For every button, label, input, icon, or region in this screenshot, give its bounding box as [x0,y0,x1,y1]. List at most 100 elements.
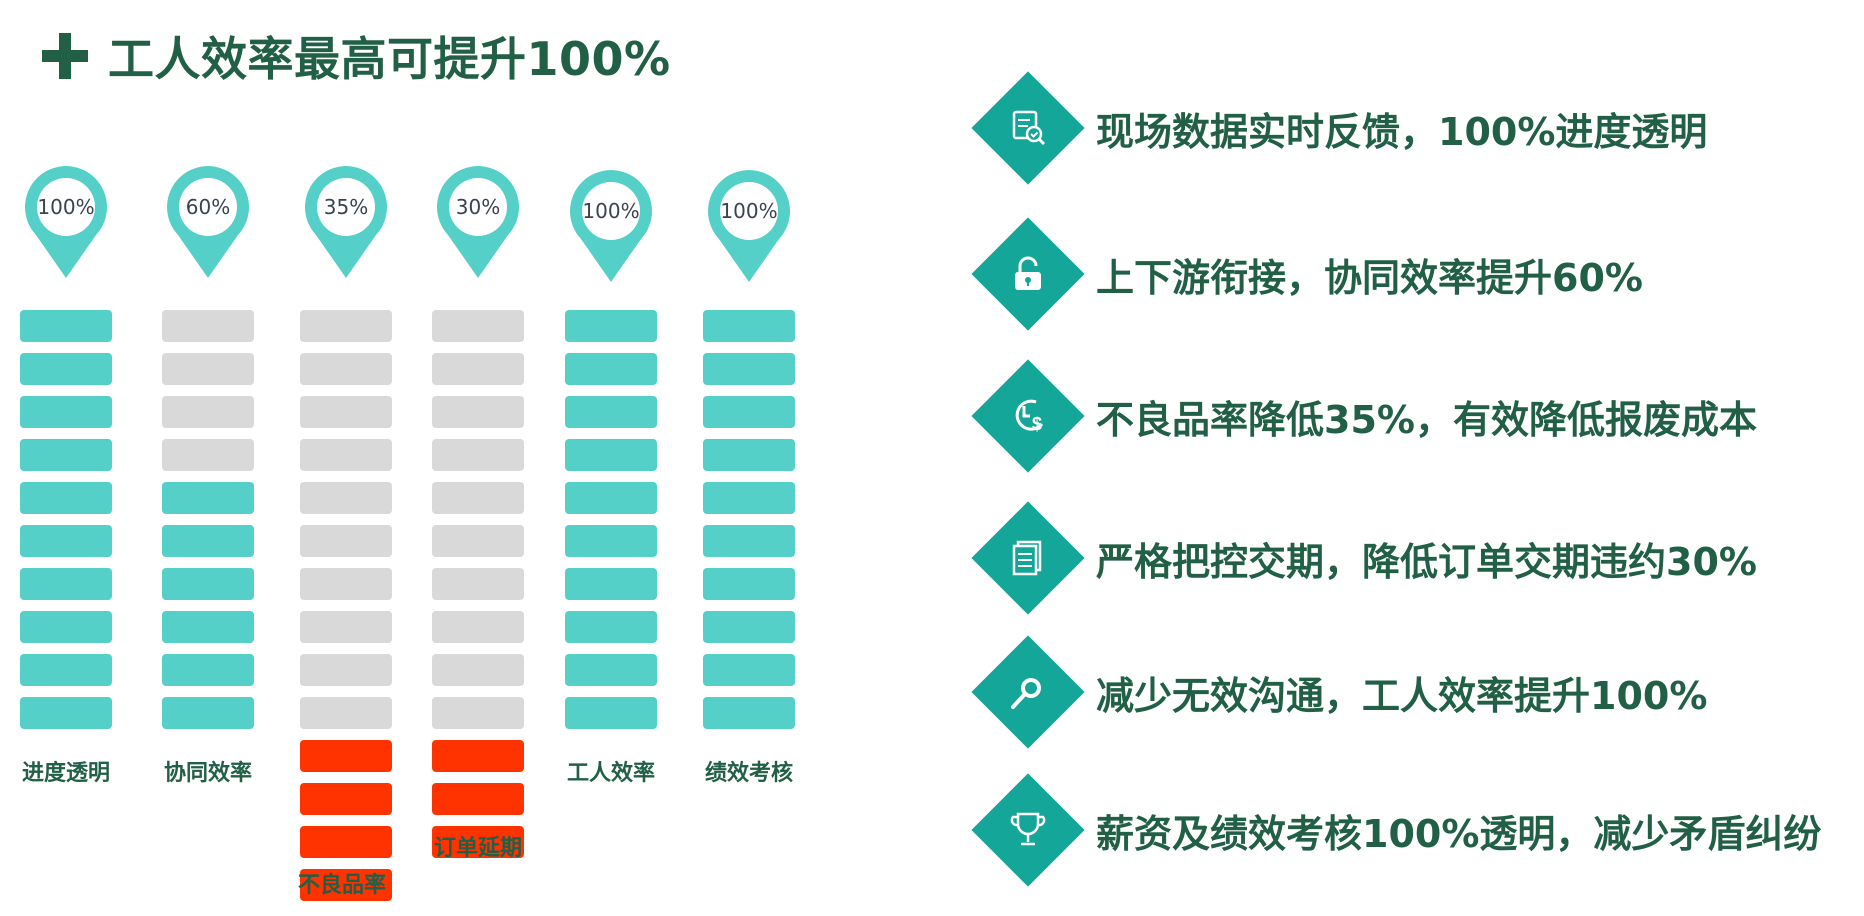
value-pin-hole [179,178,237,236]
bar-segment [565,439,657,471]
bar-segment [162,439,254,471]
feature-text: 不良品率降低35%，有效降低报废成本 [1096,397,1757,442]
magnifier-icon [1011,678,1041,709]
bar-segment [432,310,524,342]
progress-chart: 100%进度透明60%协同效率35%不良品率30%订单延期100%工人效率100… [20,166,795,901]
bar-segment [703,568,795,600]
category-label: 协同效率 [164,760,252,786]
data-search-icon [1012,110,1046,146]
feature-badge [968,68,1088,188]
value-pin-hole [37,178,95,236]
feature-item: 现场数据实时反馈，100%进度透明 [968,68,1707,188]
bar-segment-negative [432,740,524,772]
bar-segment [20,482,112,514]
bar-segment [565,396,657,428]
bar-segment [565,353,657,385]
bar-segment [432,568,524,600]
bar-segment [162,568,254,600]
bar-segment [432,439,524,471]
value-label: 100% [720,199,777,223]
bar-segment [162,525,254,557]
bar-segment [300,697,392,729]
bar-segment [703,697,795,729]
category-label: 订单延期 [434,836,522,861]
bar-segment [300,525,392,557]
bar-segment [162,310,254,342]
bar-segment [20,396,112,428]
feature-item: 薪资及绩效考核100%透明，减少矛盾纠纷 [968,770,1821,890]
bar-segment-negative [432,826,524,858]
bar-segment [20,353,112,385]
bar-segment [20,697,112,729]
bar-segment [565,310,657,342]
feature-text: 严格把控交期，降低订单交期违约30% [1096,539,1757,584]
feature-item: $ 不良品率降低35%，有效降低报废成本 [968,356,1757,476]
value-label: 100% [582,199,639,223]
bar-segment-negative [300,826,392,858]
value-pin-hole [449,178,507,236]
feature-item: 减少无效沟通，工人效率提升100% [968,632,1707,752]
bar-segment [162,654,254,686]
bar-segment [300,310,392,342]
bar-segment-negative [432,783,524,815]
bar-segment [432,396,524,428]
page-title: 工人效率最高可提升100% [108,32,671,86]
bar-segment [703,654,795,686]
bar-segment [565,697,657,729]
category-label: 工人效率 [567,760,655,786]
feature-badge [968,214,1088,334]
bar-segment [162,611,254,643]
bar-segment [300,439,392,471]
category-label: 不良品率 [298,872,386,898]
bar-segment [703,482,795,514]
bar-segment [703,310,795,342]
bar-segment [565,568,657,600]
title-row: 工人效率最高可提升100% [42,28,671,86]
value-pin-hole [317,178,375,236]
bar-segment [432,654,524,686]
bar-segment [703,353,795,385]
feature-badge [968,770,1088,890]
bar-segment [565,611,657,643]
feature-text: 薪资及绩效考核100%透明，减少矛盾纠纷 [1096,811,1822,856]
bar-segment [300,482,392,514]
value-label: 60% [186,195,230,219]
bar-segment [565,654,657,686]
bar-segment [300,611,392,643]
feature-badge [968,632,1088,752]
bar-segment [20,439,112,471]
bar-segment [20,525,112,557]
bar-segment [703,439,795,471]
bar-segment [20,654,112,686]
value-pin-hole [582,182,640,240]
feature-item: 上下游衔接，协同效率提升60% [968,214,1643,334]
bar-segment [432,482,524,514]
svg-text:$: $ [1032,414,1042,434]
feature-item: 严格把控交期，降低订单交期违约30% [968,498,1757,618]
bar-segment [703,525,795,557]
bar-segment [20,568,112,600]
bar-segment [300,568,392,600]
feature-badge [968,498,1088,618]
feature-badge: $ [968,356,1088,476]
value-pin-hole [720,182,778,240]
bar-segment [703,611,795,643]
value-label: 30% [456,195,500,219]
feature-text: 上下游衔接，协同效率提升60% [1096,255,1643,300]
value-label: 35% [324,195,368,219]
category-label: 进度透明 [22,760,110,786]
feature-text: 减少无效沟通，工人效率提升100% [1096,673,1708,718]
bar-segment [432,611,524,643]
bar-segment [20,310,112,342]
bar-segment-negative [300,783,392,815]
bar-segment [432,525,524,557]
bar-segment [162,482,254,514]
unlock-icon [1015,256,1041,290]
trophy-icon [1010,812,1046,846]
bar-segment [703,396,795,428]
category-label: 绩效考核 [705,760,793,786]
bar-segment [162,353,254,385]
bar-segment [565,525,657,557]
bar-segment [300,353,392,385]
bar-segment [565,482,657,514]
